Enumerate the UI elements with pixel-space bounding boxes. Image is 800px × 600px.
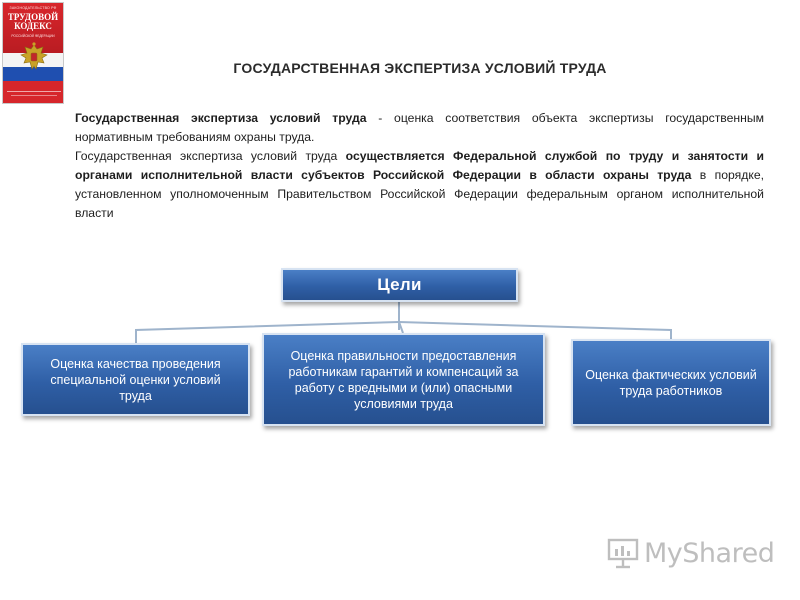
authority-text-end: в порядке, установленном уполномоченным … (75, 168, 764, 220)
presentation-board-icon (607, 538, 639, 569)
goal-box-special-assessment: Оценка качества проведения специальной о… (21, 343, 250, 416)
body-text: Государственная экспертиза условий труда… (75, 109, 764, 223)
book-cover-image: ЗАКОНОДАТЕЛЬСТВО РФ ТРУДОВОЙ КОДЕКС РОСС… (2, 2, 64, 104)
book-title: ТРУДОВОЙ КОДЕКС (7, 12, 59, 31)
connector-center (398, 321, 404, 334)
authority-paragraph: Государственная экспертиза условий труда… (75, 147, 764, 223)
definition-text: - оценка соответствия объекта экспертизы… (75, 111, 764, 144)
watermark-brand: MyShared (644, 537, 775, 569)
book-subtitle: ЗАКОНОДАТЕЛЬСТВО РФ (9, 6, 57, 10)
authority-text-bold: осуществляется Федеральной службой по тр… (75, 149, 764, 182)
flag-stripe-red (3, 81, 63, 103)
watermark: MyShared (606, 537, 775, 569)
page-title: ГОСУДАРСТВЕННАЯ ЭКСПЕРТИЗА УСЛОВИЙ ТРУДА (233, 60, 607, 76)
double-headed-eagle-icon (20, 42, 48, 70)
book-decor-line (7, 91, 61, 92)
authority-text-start: Государственная экспертиза условий труда (75, 149, 346, 163)
flag-stripe-blue (3, 67, 63, 81)
definition-paragraph: Государственная экспертиза условий труда… (75, 109, 764, 147)
goals-box: Цели (281, 268, 518, 302)
book-note: РОССИЙСКОЙ ФЕДЕРАЦИИ (11, 34, 55, 38)
goal-box-guarantees: Оценка правильности предоставления работ… (262, 333, 545, 426)
definition-term: Государственная экспертиза условий труда (75, 111, 367, 125)
book-decor-line (11, 95, 57, 96)
goal-box-actual-conditions: Оценка фактических условий труда работни… (571, 339, 771, 426)
